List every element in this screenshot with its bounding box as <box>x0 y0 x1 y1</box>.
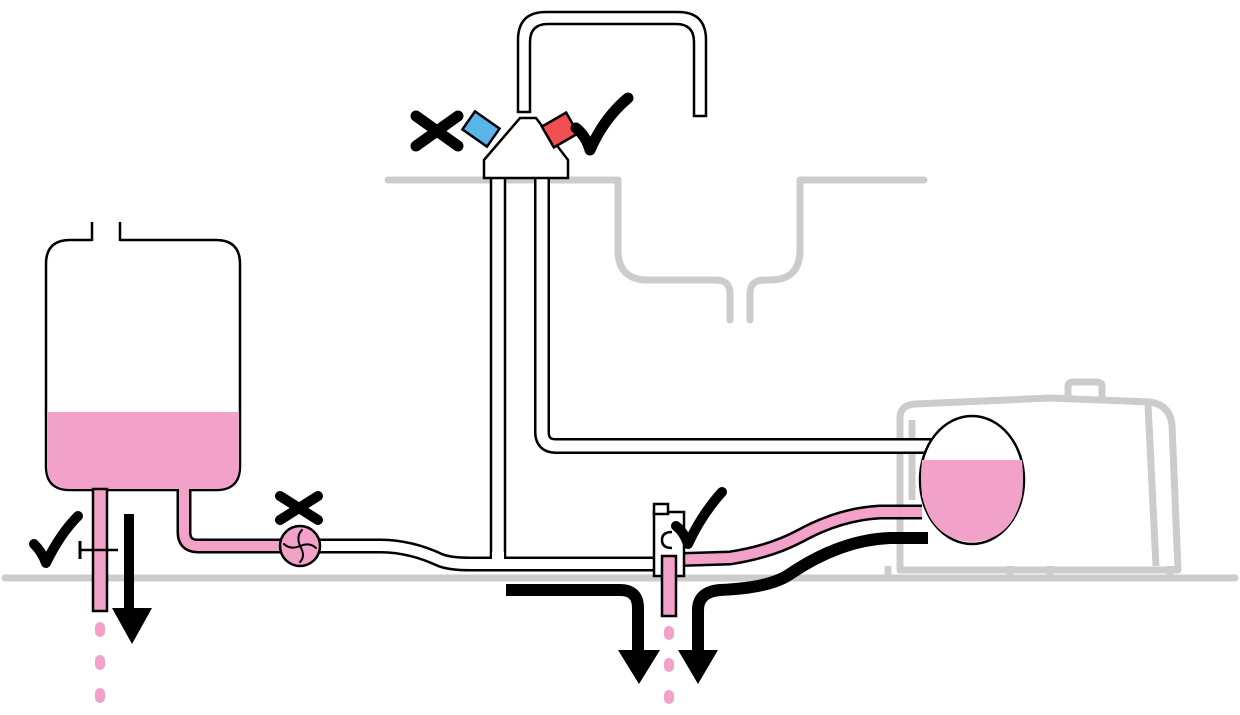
sink-outline <box>384 176 928 324</box>
check-mark-icon <box>570 92 634 156</box>
down-arrow-icon <box>112 514 152 644</box>
check-mark-icon <box>671 487 727 549</box>
boiler-housing-outline <box>884 378 1182 575</box>
hot-tap-handle <box>540 110 580 150</box>
drain-water-drips <box>664 626 674 704</box>
hot-water-cylinder <box>44 222 242 492</box>
cross-mark-icon <box>275 491 323 525</box>
down-arrow-icon <box>678 532 928 684</box>
cross-mark-icon <box>410 110 464 152</box>
pump-icon <box>278 524 322 568</box>
cylinder-to-pump-pipe <box>176 489 284 554</box>
boiler-vessel <box>918 414 1026 546</box>
cylinder-water-level <box>47 412 239 489</box>
boiler-water-level <box>921 460 1023 542</box>
check-mark-icon <box>29 511 83 568</box>
down-arrow-icon <box>506 584 660 684</box>
cold-tap-handle <box>460 109 502 149</box>
faucet-spout <box>516 10 708 118</box>
drain-valve-icon <box>652 502 686 618</box>
drain-water-drips <box>95 622 105 703</box>
cold-supply-pipe <box>489 174 507 562</box>
